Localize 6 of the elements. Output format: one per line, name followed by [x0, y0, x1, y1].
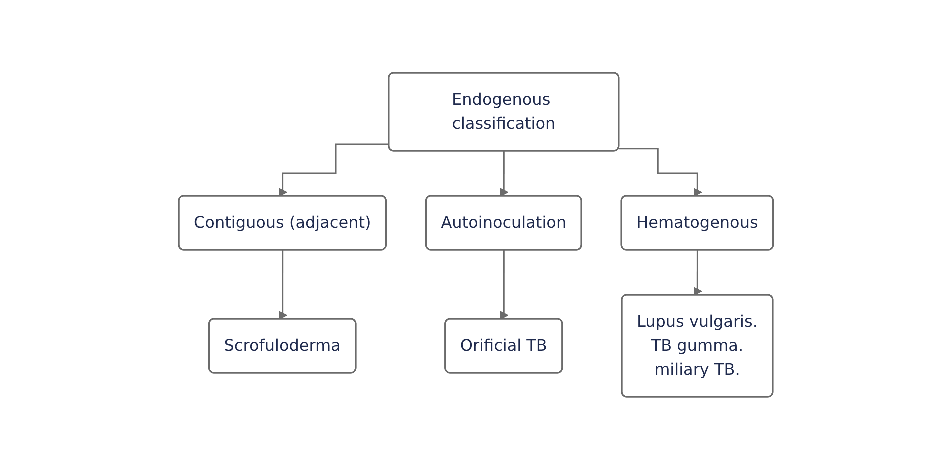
arrow	[278, 250, 288, 320]
arrow	[500, 250, 509, 320]
arrow	[618, 148, 702, 197]
arrow	[278, 144, 390, 197]
arrow	[693, 250, 702, 296]
arrow	[500, 150, 509, 197]
